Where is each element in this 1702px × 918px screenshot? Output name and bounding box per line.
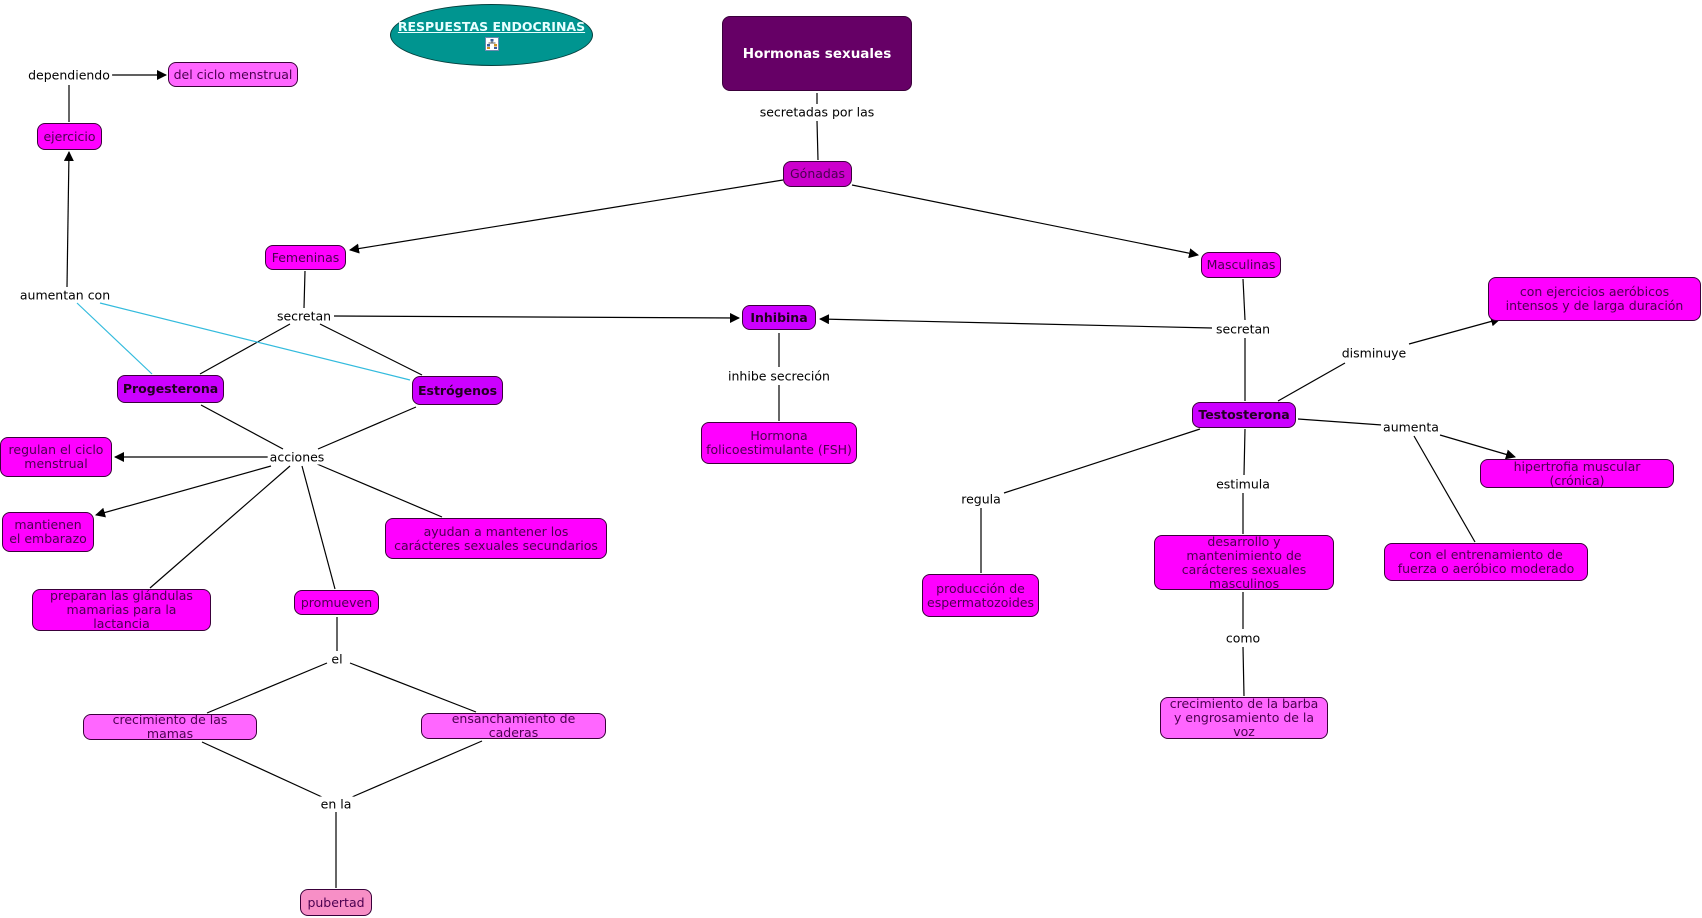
- edge-arrow: [1439, 434, 1516, 460]
- edge: [199, 323, 291, 375]
- title-link[interactable]: RESPUESTAS ENDOCRINAS: [397, 19, 586, 34]
- edge-arrow: [1408, 316, 1501, 345]
- link-secretadas-por-las: secretadas por las: [757, 104, 877, 120]
- link-inhibe-secrecion: inhibe secreción: [726, 368, 832, 384]
- edge: [816, 120, 819, 161]
- edge: [351, 740, 483, 798]
- node-barba-voz[interactable]: crecimiento de la barba y engrosamiento …: [1160, 697, 1328, 739]
- node-testosterona[interactable]: Testosterona: [1192, 402, 1296, 428]
- node-mantienen-embarazo[interactable]: mantienen el embarazo: [2, 512, 94, 552]
- edge: [303, 270, 306, 309]
- node-espermatozoides[interactable]: producción de espermatozoides: [922, 574, 1039, 617]
- edge: [316, 463, 443, 518]
- node-ciclo-menstrual[interactable]: del ciclo menstrual: [168, 62, 298, 87]
- link-secretan-masculinas: secretan: [1213, 321, 1273, 337]
- edge: [1242, 646, 1245, 697]
- cross-link: [76, 302, 153, 375]
- node-desarrollo-caracteres[interactable]: desarrollo y mantenimiento de carácteres…: [1154, 534, 1334, 590]
- edge-arrow: [63, 151, 74, 288]
- edge: [1297, 418, 1383, 426]
- link-acciones: acciones: [267, 449, 327, 465]
- node-hipertrofia[interactable]: hipertrofia muscular (crónica): [1480, 459, 1674, 488]
- link-estimula: estimula: [1214, 476, 1272, 492]
- node-ayudan-caracteres[interactable]: ayudan a mantener los carácteres sexuale…: [385, 518, 607, 559]
- node-fsh[interactable]: Hormona folicoestimulante (FSH): [701, 422, 857, 464]
- edge-arrow: [349, 179, 784, 254]
- node-progesterona[interactable]: Progesterona: [117, 375, 224, 403]
- node-preparan-glandulas[interactable]: preparan las glándulas mamarias para la …: [32, 589, 211, 631]
- title-node[interactable]: RESPUESTAS ENDOCRINAS: [390, 4, 593, 66]
- edge: [301, 465, 336, 590]
- node-inhibina[interactable]: Inhibina: [742, 305, 816, 330]
- link-aumentan-con: aumentan con: [17, 287, 113, 303]
- cross-link: [99, 302, 411, 381]
- link-dependiendo: dependiendo: [26, 67, 112, 83]
- node-femeninas[interactable]: Femeninas: [265, 245, 346, 270]
- edge: [1003, 428, 1201, 494]
- concept-map-link-icon[interactable]: [484, 37, 499, 51]
- link-regula: regula: [959, 491, 1003, 507]
- link-el: el: [329, 651, 345, 667]
- edge-arrow: [851, 184, 1199, 259]
- edge: [317, 406, 417, 450]
- node-crecimiento-mamas[interactable]: crecimiento de las mamas: [83, 713, 257, 741]
- link-como: como: [1223, 630, 1263, 646]
- node-entrenamiento-fuerza[interactable]: con el entrenamiento de fuerza o aeróbic…: [1384, 543, 1588, 581]
- link-secretan-femeninas: secretan: [274, 308, 334, 324]
- node-estrogenos[interactable]: Estrógenos: [412, 376, 503, 405]
- edge: [1243, 428, 1246, 476]
- node-ejercicios-aerobicos[interactable]: con ejercicios aeróbicos intensos y de l…: [1488, 277, 1701, 321]
- edge: [319, 323, 423, 376]
- node-hormonas-sexuales[interactable]: Hormonas sexuales: [722, 16, 912, 91]
- edge: [1413, 435, 1476, 543]
- node-pubertad[interactable]: pubertad: [300, 889, 372, 916]
- edge: [1242, 278, 1246, 321]
- node-regulan-ciclo[interactable]: regulan el ciclo menstrual: [0, 437, 112, 477]
- node-promueven[interactable]: promueven: [294, 590, 379, 615]
- edge: [200, 404, 284, 450]
- node-ejercicio[interactable]: ejercicio: [37, 123, 102, 150]
- link-aumenta: aumenta: [1381, 419, 1441, 435]
- node-ensanchamiento-caderas[interactable]: ensanchamiento de caderas: [421, 712, 606, 740]
- node-gonadas[interactable]: Gónadas: [783, 161, 852, 187]
- edge: [149, 465, 291, 589]
- node-masculinas[interactable]: Masculinas: [1201, 252, 1281, 278]
- link-en-la: en la: [318, 796, 354, 812]
- edge: [206, 662, 328, 714]
- edge-arrow: [333, 312, 740, 323]
- edge-arrow: [819, 314, 1213, 329]
- edge: [201, 741, 323, 798]
- edge: [349, 662, 477, 713]
- edge: [1277, 362, 1346, 402]
- link-disminuye: disminuye: [1339, 345, 1409, 361]
- edge-arrow: [95, 465, 272, 518]
